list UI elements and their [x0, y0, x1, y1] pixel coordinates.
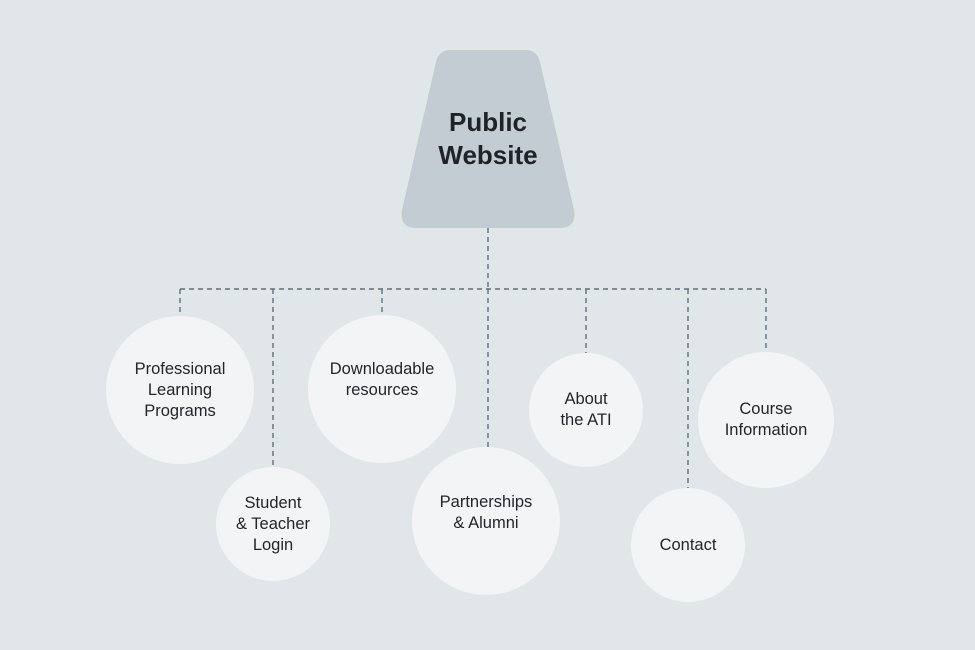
node-downloadable-resources: Downloadable resources [308, 315, 456, 463]
root-node-shape [401, 50, 575, 228]
node-partnerships-alumni: Partnerships & Alumni [412, 447, 560, 595]
node-label: Professional Learning Programs [134, 359, 226, 420]
node-label: Course Information [724, 400, 808, 439]
node-label: Partnerships & Alumni [439, 493, 533, 532]
node-course-information: Course Information [698, 352, 834, 488]
node-label: Downloadable resources [329, 360, 435, 399]
node-label: About the ATI [560, 390, 612, 429]
node-contact: Contact [631, 488, 745, 602]
node-student-teacher-login: Student & Teacher Login [216, 467, 330, 581]
node-label: Contact [659, 535, 717, 554]
node-professional-learning: Professional Learning Programs [106, 316, 254, 464]
node-label: Student & Teacher Login [236, 493, 310, 554]
root-node-label: Public Website [438, 107, 538, 170]
connector-lines [179, 228, 767, 488]
node-about-ati: About the ATI [529, 353, 643, 467]
